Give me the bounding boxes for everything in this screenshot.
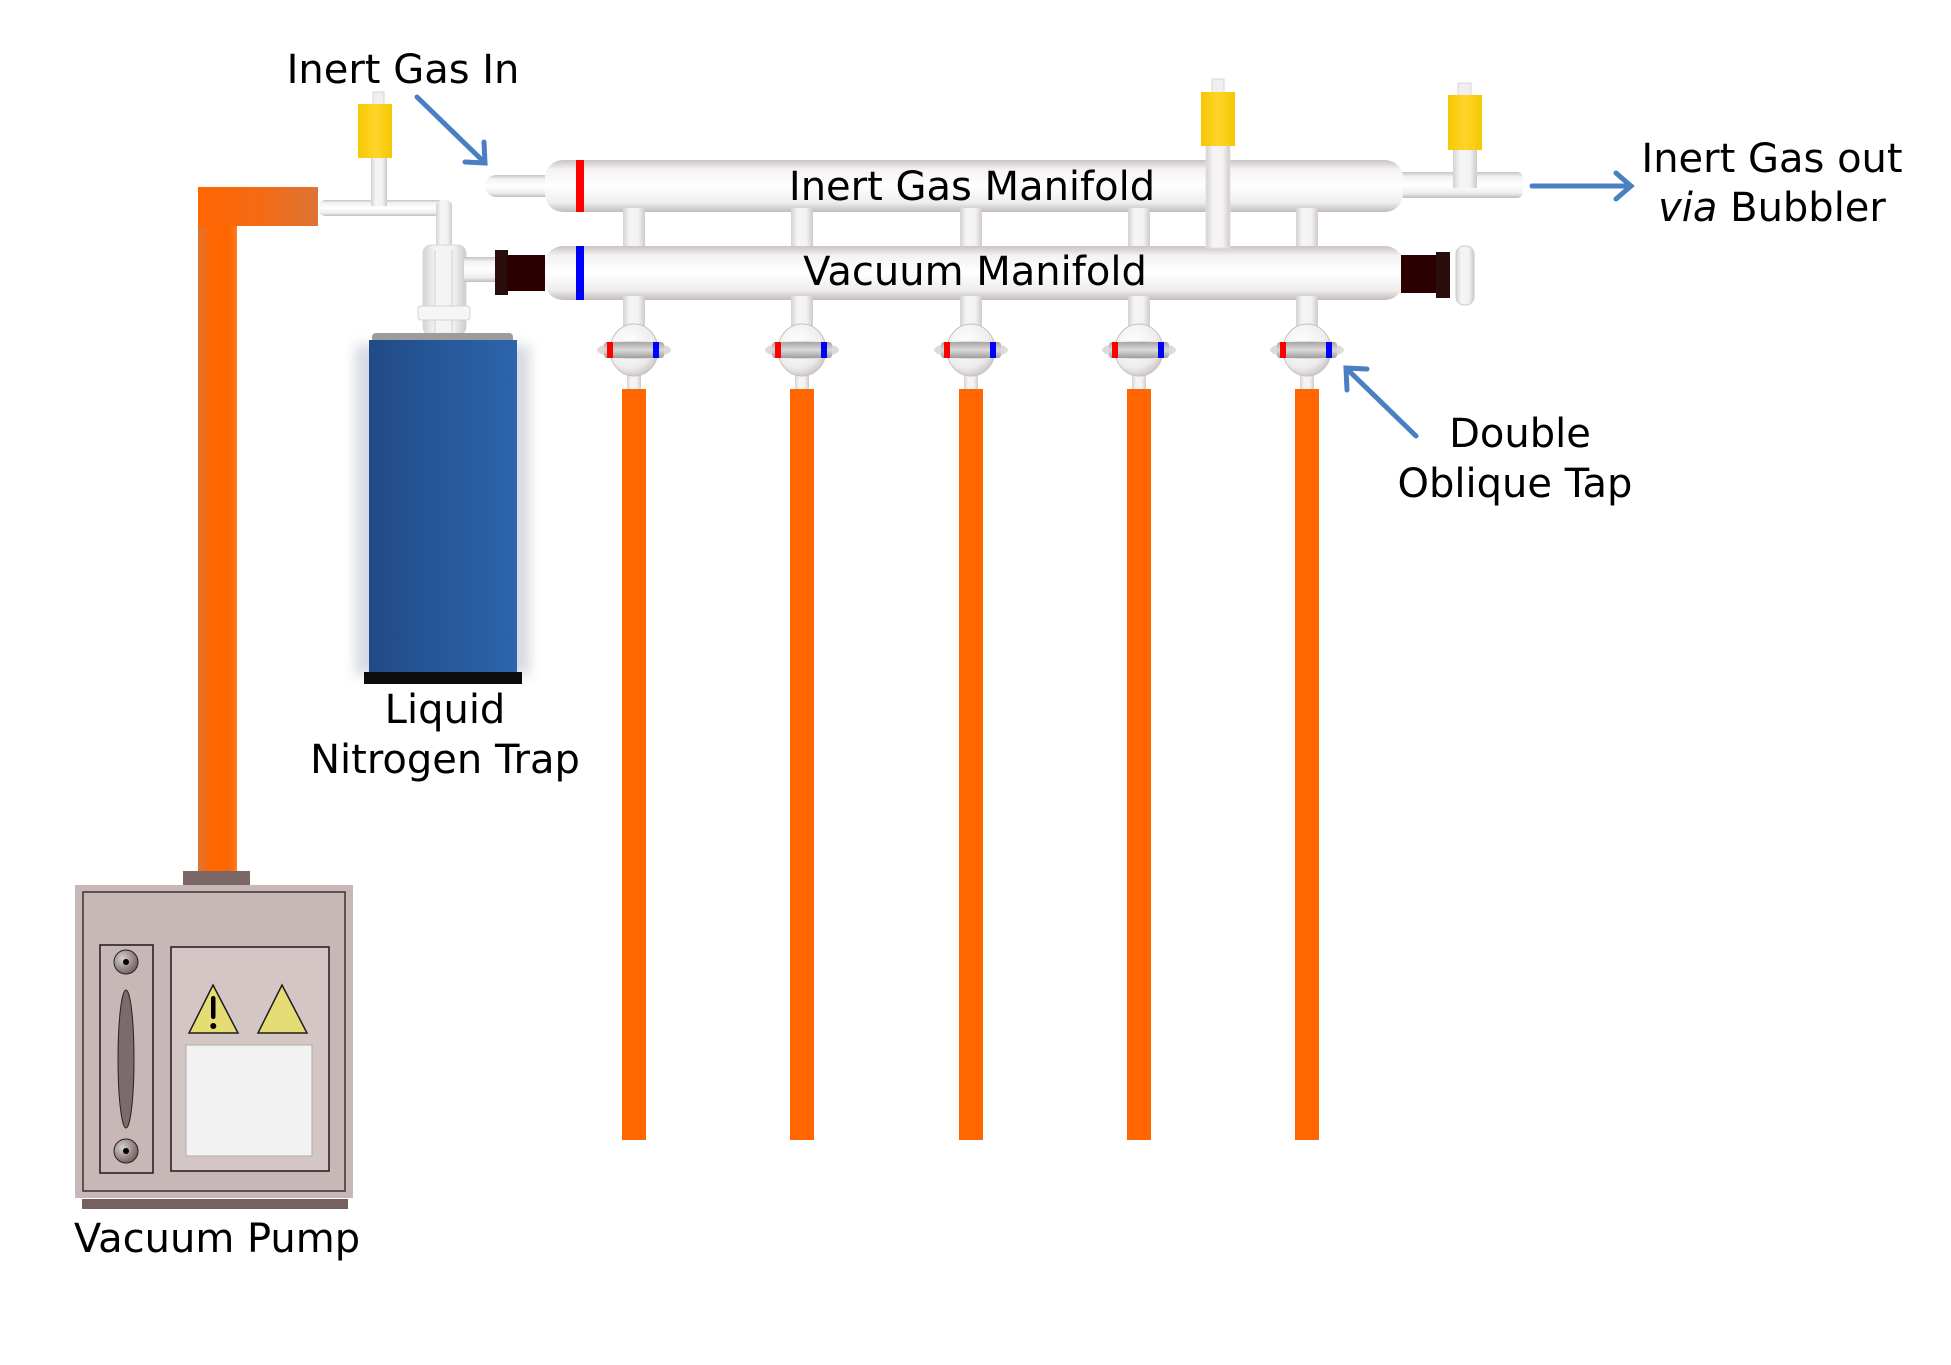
label-bubbler: Bubbler [1717, 185, 1886, 231]
tap-vacuum-marker [1326, 342, 1332, 358]
tap-vacuum-marker [1158, 342, 1164, 358]
tap-inert-marker [1112, 342, 1118, 358]
tap-assembly [1102, 296, 1176, 1140]
arrow-double-oblique-tap [1343, 365, 1419, 439]
outlet-cap-icon[interactable] [1448, 95, 1482, 150]
tap-stem [791, 296, 813, 332]
manifold-connector [1128, 208, 1150, 250]
tap-plug[interactable] [1109, 342, 1169, 358]
tap-inert-marker [775, 342, 781, 358]
tap-stem [1296, 296, 1318, 332]
manifold-connector [623, 208, 645, 250]
tap-plug[interactable] [941, 342, 1001, 358]
tap-assembly [765, 296, 839, 1140]
arrow-inert-gas-out [1529, 170, 1635, 202]
manifold-purge-port [1201, 78, 1235, 249]
double-oblique-taps [597, 296, 1344, 1140]
warning-icon [187, 983, 240, 1034]
manifold-connector [960, 208, 982, 250]
label-via-bubbler: via Bubbler [1658, 185, 1886, 231]
trap-joint [507, 255, 545, 291]
manifold-connector [1296, 208, 1318, 250]
end-joint [1401, 255, 1438, 293]
tap-stem [960, 296, 982, 332]
end-flange [1455, 245, 1475, 306]
vacuum-pump [75, 871, 353, 1209]
arrow-inert-gas-in [414, 94, 488, 166]
label-vacuum-pump: Vacuum Pump [74, 1216, 360, 1262]
tap-assembly [1270, 296, 1344, 1140]
label-inert-gas-out-line1: Inert Gas out [1641, 136, 1902, 182]
label-liquid: Liquid [385, 687, 506, 733]
manifold-connectors [623, 208, 1318, 250]
inlet-cap-icon[interactable] [358, 104, 392, 158]
tap-stem [623, 296, 645, 332]
inert-gas-manifold [485, 82, 1523, 212]
hose[interactable] [622, 389, 646, 1140]
label-vacuum-manifold: Vacuum Manifold [803, 249, 1147, 295]
cold-trap-head [417, 244, 545, 336]
tap-assembly [597, 296, 671, 1140]
pump-handle [117, 989, 135, 1129]
purge-cap-icon[interactable] [1201, 92, 1235, 146]
label-oblique-tap: Oblique Tap [1398, 461, 1633, 507]
inert-gas-inlet-tee [318, 91, 452, 260]
label-double: Double [1449, 411, 1591, 457]
tap-stem [1128, 296, 1150, 332]
end-joint-clip [1436, 252, 1450, 298]
hose[interactable] [790, 389, 814, 1140]
label-inert-gas-manifold: Inert Gas Manifold [789, 164, 1155, 210]
tap-plug[interactable] [772, 342, 832, 358]
tap-plug[interactable] [1277, 342, 1337, 358]
tap-inert-marker [1280, 342, 1286, 358]
trap-joint-clip [495, 250, 508, 295]
pump-hose [198, 187, 318, 871]
tap-inert-marker [944, 342, 950, 358]
label-via-italic: via [1658, 185, 1717, 231]
tap-inert-marker [607, 342, 613, 358]
tap-vacuum-marker [821, 342, 827, 358]
tap-vacuum-marker [990, 342, 996, 358]
label-inert-gas-out: Inert Gas out [1641, 136, 1902, 182]
label-nitrogen-trap: Nitrogen Trap [310, 737, 580, 783]
hose[interactable] [1295, 389, 1319, 1140]
pump-display [185, 1044, 313, 1157]
liquid-nitrogen-dewar [355, 333, 530, 684]
tap-assembly [934, 296, 1008, 1140]
tap-plug[interactable] [604, 342, 664, 358]
vacuum-manifold [545, 245, 1475, 306]
manifold-connector [791, 208, 813, 250]
label-inert-gas-in: Inert Gas In [287, 47, 520, 93]
caution-triangle-icon [256, 983, 309, 1034]
hose[interactable] [1127, 389, 1151, 1140]
inert-gas-marker [576, 160, 584, 212]
hose[interactable] [959, 389, 983, 1140]
vacuum-marker [576, 246, 584, 300]
tap-vacuum-marker [653, 342, 659, 358]
